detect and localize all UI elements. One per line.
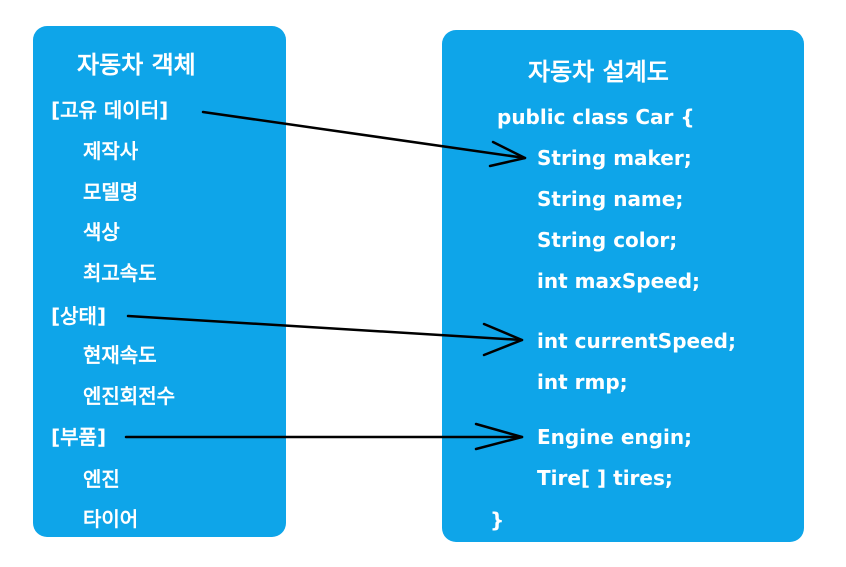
group-header-state: [상태] [51,304,107,328]
class-declaration: public class Car { [497,105,695,129]
field-name: String name; [537,187,684,211]
list-item-model-name: 모델명 [83,180,139,204]
blueprint-panel: 자동차 설계도 public class Car { String maker;… [442,30,804,542]
list-item-color: 색상 [83,220,120,244]
list-item-engine-rpm: 엔진회전수 [83,384,175,408]
field-color: String color; [537,228,678,252]
object-title: 자동차 객체 [77,51,196,79]
blueprint-title: 자동차 설계도 [528,58,669,86]
field-max-speed: int maxSpeed; [537,269,701,293]
list-item-maker: 제작사 [83,139,139,163]
field-current-speed: int currentSpeed; [537,329,736,353]
group-header-intrinsic-data: [고유 데이터] [51,98,169,122]
list-item-tire: 타이어 [83,507,139,531]
object-panel: 자동차 객체 [고유 데이터] 제작사 모델명 색상 최고속도 [상태] 현재속… [33,26,286,537]
field-engine: Engine engin; [537,425,693,449]
class-closing-brace: } [490,508,505,532]
list-item-current-speed: 현재속도 [83,343,157,367]
field-maker: String maker; [537,146,692,170]
group-header-parts: [부품] [51,425,107,449]
field-tires: Tire[ ] tires; [537,466,673,490]
list-item-max-speed: 최고속도 [83,261,157,285]
list-item-engine: 엔진 [83,467,120,491]
field-rmp: int rmp; [537,370,628,394]
